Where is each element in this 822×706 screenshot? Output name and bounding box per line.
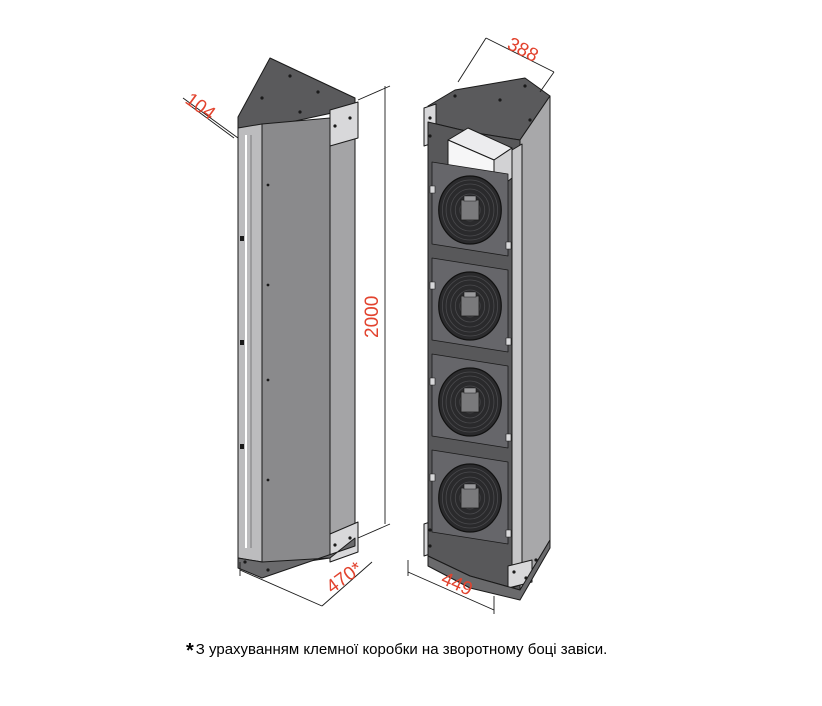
right-unit-bottom: [427, 539, 551, 601]
right-unit-right-strip: [511, 143, 523, 589]
right-unit-right-face: [519, 95, 551, 591]
dimension-height-label: 2000: [362, 296, 383, 338]
left-unit-main-face: [261, 117, 331, 569]
left-unit: [237, 57, 359, 579]
right-unit: [423, 77, 551, 601]
dimension-lines: [182, 37, 555, 614]
footnote-text: З урахуванням клемної коробки на зворотн…: [195, 641, 608, 658]
fan: [429, 449, 512, 545]
left-unit-top-bracket: [329, 101, 359, 147]
fan: [429, 257, 512, 353]
dimension-depth-bottom-label: 470*: [323, 558, 367, 598]
dimension-width-label: 104: [181, 89, 219, 125]
dimension-depth-top-label: 388: [504, 34, 542, 67]
footnote-marker: *: [186, 640, 194, 662]
fan: [429, 161, 512, 257]
left-unit-right-face: [329, 107, 356, 559]
left-unit-bottom: [237, 537, 356, 579]
fan-group: [429, 161, 512, 545]
fan: [429, 353, 512, 449]
footnote: *З урахуванням клемної коробки на зворот…: [186, 640, 607, 663]
